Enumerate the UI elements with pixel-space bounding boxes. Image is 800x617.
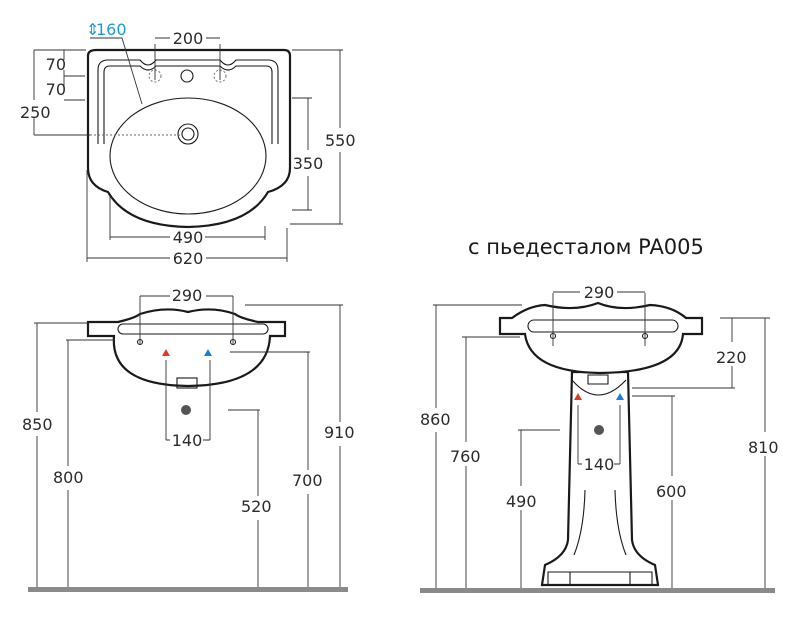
floor-line — [28, 587, 348, 592]
top-view: 200 ⇕ 160 70 70 250 350 550 490 620 — [20, 20, 356, 268]
pedestal-column — [540, 370, 660, 587]
cold-water-icon — [204, 349, 212, 356]
basin-rim — [97, 59, 279, 144]
dim-700: 700 — [292, 471, 323, 490]
dim-810: 810 — [748, 438, 779, 457]
tap-hole-left — [148, 69, 162, 83]
dim-70-top: 70 — [46, 55, 66, 74]
dim-140-pedestal: 140 — [584, 455, 615, 474]
floor-line-pedestal — [420, 588, 775, 593]
height-arrow-icon: ⇕ — [86, 20, 99, 39]
dim-250: 250 — [20, 103, 51, 122]
dim-760: 760 — [450, 447, 481, 466]
basin-pedestal — [498, 301, 704, 375]
basin-outline-top — [86, 48, 292, 229]
front-view: 290 140 850 800 520 700 910 — [22, 286, 355, 592]
hot-water-icon-pedestal — [574, 393, 582, 400]
waste-outlet — [181, 405, 191, 415]
dim-490-pedestal: 490 — [506, 492, 537, 511]
dim-290-front: 290 — [172, 286, 203, 305]
dim-350: 350 — [293, 154, 324, 173]
waste-outlet-pedestal — [594, 425, 604, 435]
dim-800: 800 — [53, 468, 84, 487]
dim-290-pedestal: 290 — [584, 283, 615, 302]
dim-850: 850 — [22, 415, 53, 434]
dim-860: 860 — [420, 410, 451, 429]
dim-550: 550 — [325, 131, 356, 150]
basin-front — [86, 308, 287, 388]
pedestal-view: 290 140 860 760 490 600 220 810 — [420, 283, 779, 593]
tap-hole-center — [180, 69, 194, 83]
dim-490: 490 — [173, 228, 204, 247]
pedestal-title: с пьедесталом PA005 — [468, 235, 704, 259]
drain — [177, 123, 199, 145]
front-rim — [117, 323, 269, 335]
cold-water-icon-pedestal — [616, 393, 624, 400]
dim-tap-height: 160 — [96, 20, 127, 39]
tap-hole-right — [213, 69, 227, 83]
hot-water-icon — [162, 349, 170, 356]
bowl — [109, 97, 267, 215]
dim-220: 220 — [716, 348, 747, 367]
siphon — [176, 377, 198, 389]
dim-620: 620 — [173, 249, 204, 268]
dim-tap-spacing: 200 — [173, 29, 204, 48]
pedestal-rim — [527, 319, 679, 333]
dim-520: 520 — [241, 497, 272, 516]
dim-70-bottom: 70 — [46, 80, 66, 99]
dim-910: 910 — [324, 423, 355, 442]
dim-600: 600 — [656, 482, 687, 501]
dim-140-front: 140 — [172, 431, 203, 450]
drain-inner — [181, 127, 195, 141]
